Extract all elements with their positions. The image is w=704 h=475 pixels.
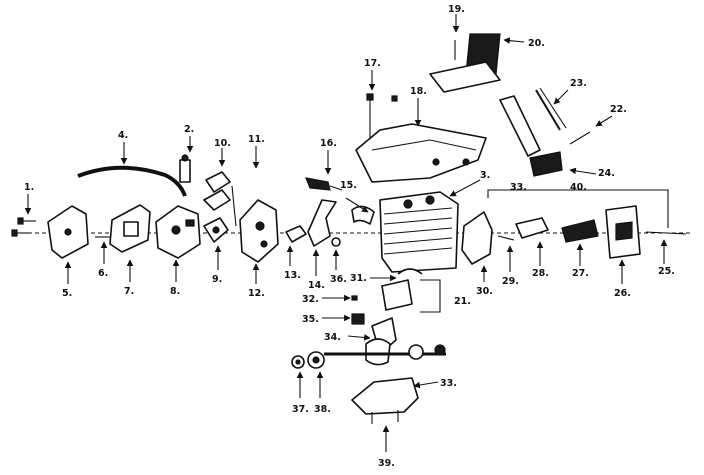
label-35: 35. [302,314,319,325]
part-2-fitting [179,159,191,183]
part-18-hole-2 [462,158,470,166]
label-4: 4. [118,130,128,141]
seal-right [434,344,446,356]
part-17-head [366,93,374,101]
part-3-cylinder [379,191,459,273]
part-20-handle-base [429,61,501,93]
label-13: 13. [284,270,301,281]
label-18: 18. [410,86,427,97]
label-23: 23. [570,78,587,89]
part-36 [331,237,341,247]
label-14: 14. [308,280,325,291]
label-36: 36. [330,274,347,285]
label-24: 24. [598,168,615,179]
part-33-crankcase [351,377,419,415]
part-12-plate [239,199,279,263]
callout-labels: 1. 2. 3. 4. 5. 6. 7. 8. 9. 10. 11. 12. 1… [24,4,675,469]
label-6: 6. [98,268,108,279]
label-3: 3. [480,170,490,181]
label-17: 17. [364,58,381,69]
part-16-spark-plug [305,177,343,191]
label-7: 7. [124,286,134,297]
part-8-detail [185,219,195,227]
part-34-crankshaft [324,317,446,366]
label-27: 27. [572,268,589,279]
part-40-group-bracket [487,189,669,228]
part-2-cap [181,154,189,162]
part-17-head-2 [391,95,398,102]
label-21: 21. [454,296,471,307]
label-19: 19. [448,4,465,15]
label-20: 20. [528,38,545,49]
label-11: 11. [248,134,265,145]
part-18-hole [432,158,440,166]
part-9-hole [212,226,220,234]
part-22-screw [569,131,591,145]
label-39: 39. [378,458,395,469]
label-16: 16. [320,138,337,149]
part-5-hole [64,228,72,236]
part-14-bracket [307,199,337,247]
part-12-port [255,221,265,231]
part-24-ignition-module [529,151,563,177]
label-26: 26. [614,288,631,299]
label-12: 12. [248,288,265,299]
part-27-spring [561,219,599,243]
part-28 [515,217,549,239]
part-8-throat [171,225,181,235]
label-37: 37. [292,404,309,415]
label-40: 40. [570,182,587,193]
part-1-screws [11,217,36,237]
leader-lines [24,14,668,452]
part-35-bearing [351,313,365,325]
part-18-edge [371,139,477,151]
part-31-ring [397,268,423,275]
part-11-stud [231,185,237,227]
part-12-hole [260,240,268,248]
part-30 [461,211,493,265]
part-29-screw [497,235,515,241]
part-37-bore [295,359,301,365]
label-8: 8. [170,286,180,297]
part-38-bore [312,356,320,364]
label-30: 30. [476,286,493,297]
label-10: 10. [214,138,231,149]
part-21-bracket [420,279,441,313]
label-29: 29. [502,276,519,287]
label-22: 22. [610,104,627,115]
part-22-bracket [499,95,541,157]
part-26-badge [615,221,633,241]
label-32: 32. [302,294,319,305]
label-38: 38. [314,404,331,415]
label-31: 31. [350,273,367,284]
label-25: 25. [658,266,675,277]
part-13 [285,225,307,243]
part-18-cylinder-shroud [355,123,487,183]
part-25-screw [645,231,687,235]
part-7-opening [123,221,139,237]
part-32-pin [351,295,358,301]
part-4-fuel-line [77,165,187,197]
label-2: 2. [184,124,194,135]
part-21-piston [381,279,413,311]
label-9: 9. [212,274,222,285]
label-33-top: 33. [510,182,527,193]
label-15: 15. [340,180,357,191]
label-5: 5. [62,288,72,299]
bearing-right [408,344,424,360]
label-34: 34. [324,332,341,343]
label-28: 28. [532,268,549,279]
part-10 [203,171,231,211]
label-1: 1. [24,182,34,193]
part-23-wire [535,89,561,131]
part-23-wire-2 [539,87,567,129]
label-33-bottom: 33. [440,378,457,389]
